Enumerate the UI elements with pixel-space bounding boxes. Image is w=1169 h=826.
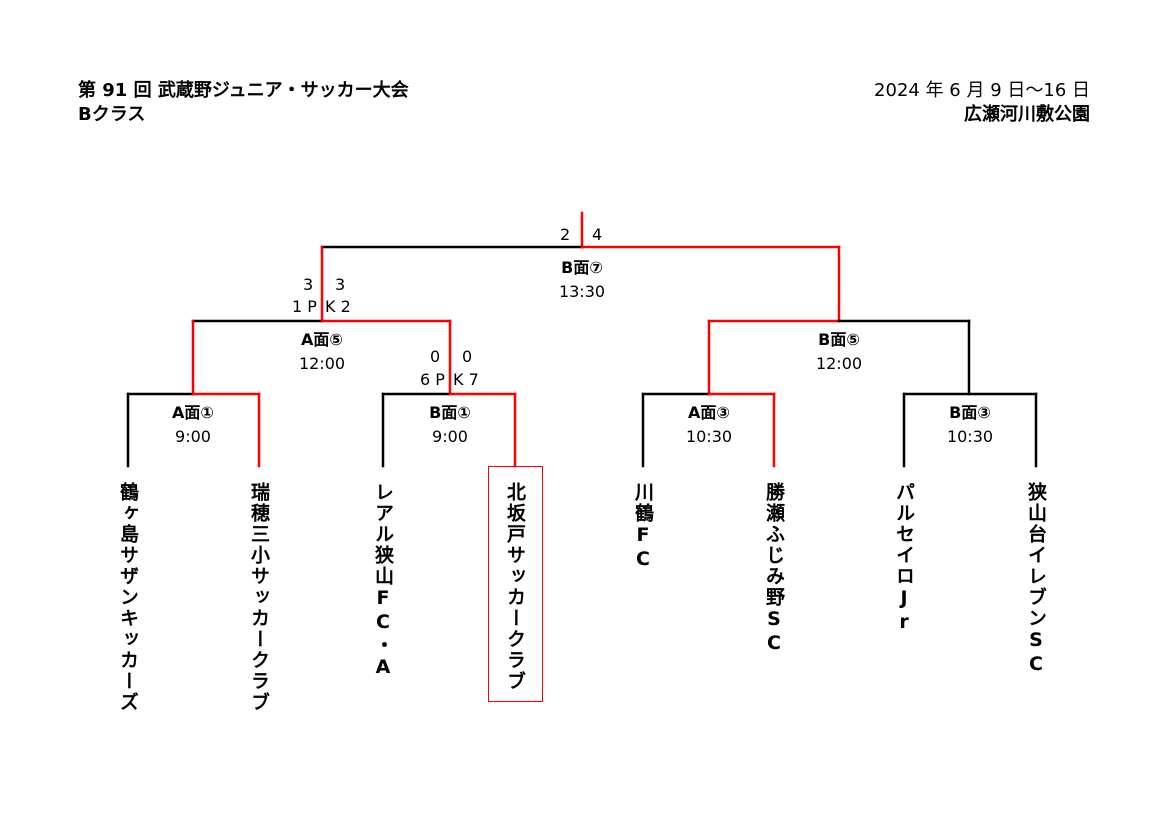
team-name: 川鶴FC (632, 482, 654, 572)
final-match-label: B面⑦ 13:30 (522, 256, 642, 304)
team-name: 瑞穂三小サッカークラブ (248, 482, 270, 713)
match-time: 10:30 (685, 427, 733, 446)
match-court: B面⑦ (561, 258, 603, 277)
r1-b3-match-label: B面③ 10:30 (910, 401, 1030, 449)
match-time: 13:30 (558, 282, 606, 301)
team-name: 狭山台イレブンSC (1025, 482, 1047, 677)
semi-left-score-right: 3 (335, 275, 346, 294)
team-name-champion: 北坂戸サッカークラブ (504, 482, 526, 692)
match-court: A面① (172, 403, 214, 422)
match-time: 10:30 (946, 427, 994, 446)
match-time: 12:00 (815, 354, 863, 373)
champion-highlight-box (488, 466, 543, 702)
semi-left-match-label: A面⑤ 12:00 (262, 328, 382, 376)
match-court: B面① (429, 403, 471, 422)
match-time: 12:00 (298, 354, 346, 373)
r1-b1-pk-right: K 7 (453, 370, 479, 389)
r1-b1-pk-left: 6 P (420, 370, 445, 389)
semi-left-pk-right: K 2 (325, 297, 351, 316)
r1-a3-match-label: A面③ 10:30 (649, 401, 769, 449)
semi-left-score-left: 3 (303, 275, 314, 294)
team-name: レアル狭山FC・A (372, 482, 394, 680)
final-score-right: 4 (592, 225, 603, 244)
match-time: 9:00 (175, 427, 211, 446)
team-name: パルセイロJr (893, 482, 915, 635)
team-name: 勝瀬ふじみ野SC (763, 482, 785, 656)
team-name: 鶴ヶ島サザンキッカーズ (117, 482, 139, 713)
r1-b1-match-label: B面① 9:00 (390, 401, 510, 449)
r1-b1-score-left: 0 (430, 347, 441, 366)
match-court: A面⑤ (301, 330, 343, 349)
match-time: 9:00 (432, 427, 468, 446)
match-court: A面③ (688, 403, 730, 422)
match-court: B面⑤ (818, 330, 860, 349)
venue: 広瀬河川敷公園 (964, 104, 1090, 125)
semi-right-match-label: B面⑤ 12:00 (779, 328, 899, 376)
r1-a1-match-label: A面① 9:00 (133, 401, 253, 449)
tournament-dates: 2024 年 6 月 9 日～16 日 (874, 80, 1090, 101)
class-name: Bクラス (78, 104, 146, 125)
match-court: B面③ (949, 403, 991, 422)
semi-left-pk-left: 1 P (292, 297, 317, 316)
tournament-title: 第 91 回 武蔵野ジュニア・サッカー大会 (78, 80, 409, 101)
r1-b1-score-right: 0 (462, 347, 473, 366)
final-score-left: 2 (560, 225, 571, 244)
